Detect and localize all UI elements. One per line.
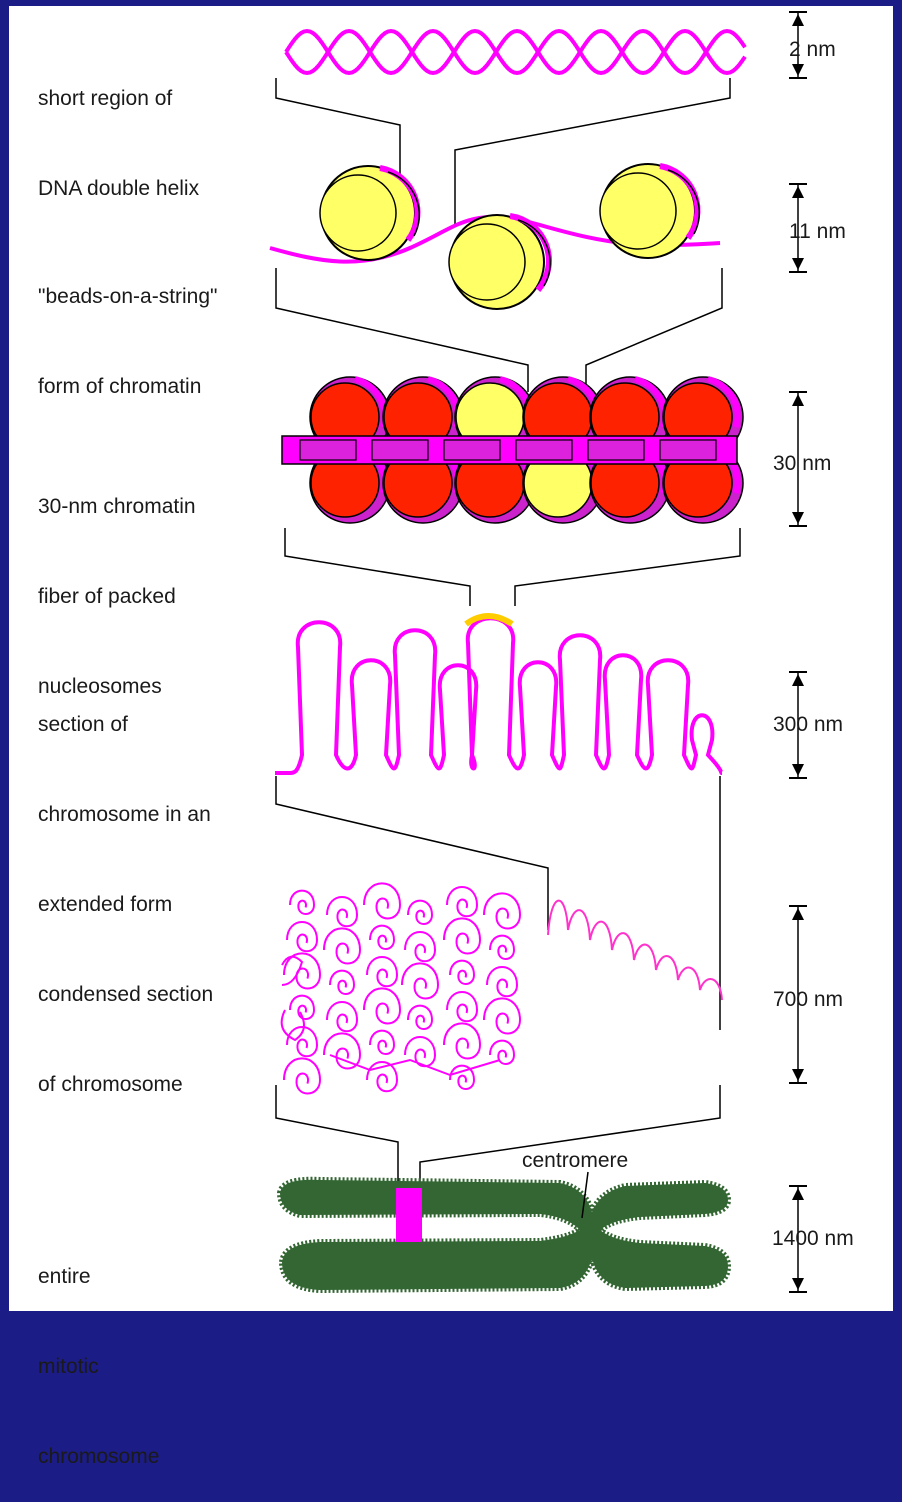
condensed-coil [444, 918, 480, 953]
dimension-markers [789, 12, 807, 1292]
condensed-coil [327, 897, 357, 926]
linker-segment [516, 440, 572, 460]
condensed-coil [282, 1010, 304, 1040]
condensed-coil [447, 992, 477, 1021]
nucleosome-bead [320, 166, 419, 260]
condensed-coil [367, 957, 397, 986]
label-condensed-line-2: of chromosome [38, 1070, 213, 1100]
fiber-region-highlight [396, 1188, 422, 1242]
condensed-coil [444, 1023, 480, 1058]
condensed-coil [364, 883, 400, 918]
condensed-coil [405, 1037, 435, 1066]
label-extended-line-2: chromosome in an [38, 800, 211, 830]
condensed-coil [450, 961, 474, 984]
dna-double-helix [286, 31, 745, 73]
linker-segment [660, 440, 716, 460]
condensed-coil [287, 922, 317, 951]
condensed-coil [490, 1041, 514, 1064]
extended-chromosome-section [275, 616, 722, 773]
mitotic-chromosome [280, 1172, 728, 1290]
label-fiber-line-1: 30-nm chromatin [38, 492, 196, 522]
label-mitotic-line-3: chromosome [38, 1442, 159, 1472]
label-dna: short region of DNA double helix [38, 24, 199, 234]
label-mitotic: entire mitotic chromosome [38, 1202, 159, 1502]
label-beads-line-1: "beads-on-a-string" [38, 282, 218, 312]
condensed-coil [364, 988, 400, 1023]
dim-extended: 300 nm [773, 713, 843, 737]
condensed-coil [405, 932, 435, 961]
condensed-coil [487, 967, 517, 996]
label-fiber-line-2: fiber of packed [38, 582, 196, 612]
condensed-coil [408, 901, 432, 924]
zoom-lines-3 [285, 528, 740, 606]
condensed-coil [484, 998, 520, 1033]
dim-mitotic: 1400 nm [772, 1227, 854, 1251]
chromatid-lower [282, 1230, 728, 1290]
dim-beads: 11 nm [789, 220, 846, 244]
condensed-coil [330, 971, 354, 994]
linker-segment [444, 440, 500, 460]
condensed-coil [327, 1002, 357, 1031]
condensed-coil [290, 891, 314, 914]
extended-loops [275, 618, 722, 773]
label-beads-line-2: form of chromatin [38, 372, 218, 402]
label-extended-line-3: extended form [38, 890, 211, 920]
label-condensed: condensed section of chromosome [38, 920, 213, 1130]
condensed-coil [490, 936, 514, 959]
zoom-lines-5 [276, 1085, 720, 1190]
label-centromere: centromere [522, 1146, 628, 1176]
condensed-coil [484, 893, 520, 928]
condensed-tail [548, 901, 722, 1000]
dim-condensed: 700 nm [773, 988, 843, 1012]
condensed-coil [324, 928, 360, 963]
nucleosome-bead [449, 215, 550, 309]
condensed-coil [402, 963, 438, 998]
linker-segment [588, 440, 644, 460]
label-extended-line-1: section of [38, 710, 211, 740]
label-mitotic-line-2: mitotic [38, 1352, 159, 1382]
dim-dna: 2 nm [789, 38, 836, 62]
label-dna-line-1: short region of [38, 84, 199, 114]
condensed-coil [447, 887, 477, 916]
label-condensed-line-1: condensed section [38, 980, 213, 1010]
condensed-chromosome-section [282, 883, 722, 1093]
label-mitotic-line-1: entire [38, 1262, 159, 1292]
chromatin-fiber-30nm [282, 377, 743, 523]
dim-fiber: 30 nm [773, 452, 831, 476]
condensed-coil [408, 1006, 432, 1029]
label-beads: "beads-on-a-string" form of chromatin [38, 222, 218, 432]
condensed-coil [284, 1058, 320, 1093]
linker-segment [300, 440, 356, 460]
linker-segment [372, 440, 428, 460]
beads-on-a-string [270, 164, 720, 309]
condensed-coil [370, 1031, 394, 1054]
chromatid-upper [280, 1180, 728, 1230]
label-extended: section of chromosome in an extended for… [38, 650, 211, 950]
condensed-coil [370, 926, 394, 949]
label-dna-line-2: DNA double helix [38, 174, 199, 204]
